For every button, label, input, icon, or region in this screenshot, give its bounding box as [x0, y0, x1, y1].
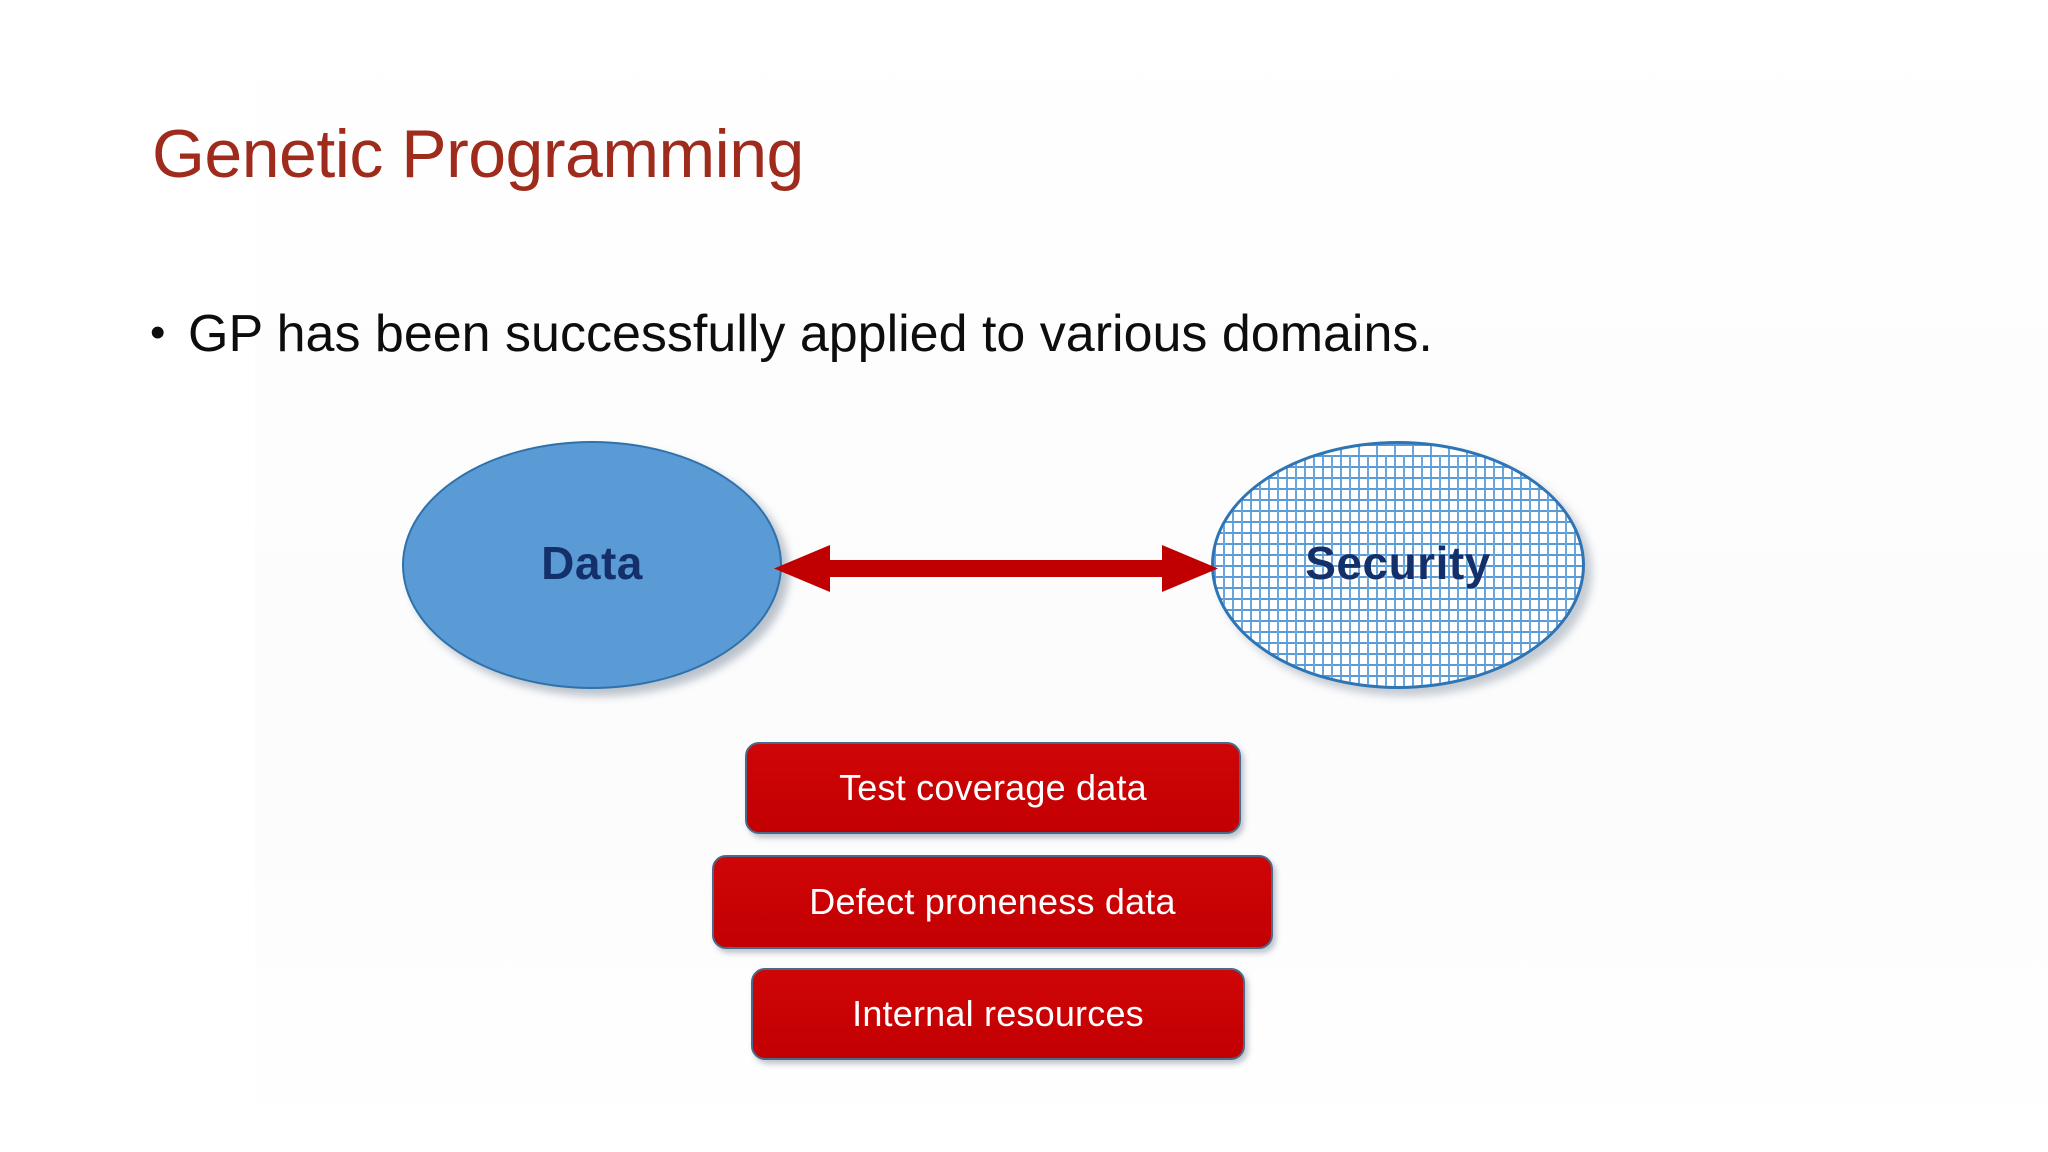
- diagram-node-data[interactable]: Data: [402, 441, 782, 689]
- data-source-box-internal-resources-label: Internal resources: [852, 993, 1144, 1034]
- data-source-box-test-coverage-label: Test coverage data: [839, 767, 1147, 808]
- data-source-box-defect-proneness-label: Defect proneness data: [809, 881, 1176, 922]
- diagram-node-data-label: Data: [541, 537, 643, 589]
- diagram-node-security[interactable]: Security: [1211, 441, 1585, 689]
- bullet-marker-icon: •: [150, 308, 166, 357]
- connector-double-arrow: [770, 540, 1220, 598]
- data-source-box-defect-proneness[interactable]: Defect proneness data: [712, 855, 1273, 949]
- page-title: Genetic Programming: [152, 116, 804, 192]
- data-source-box-internal-resources[interactable]: Internal resources: [751, 968, 1245, 1060]
- data-source-box-test-coverage[interactable]: Test coverage data: [745, 742, 1241, 834]
- diagram-node-security-label: Security: [1305, 537, 1491, 589]
- bullet-list-item: • GP has been successfully applied to va…: [150, 305, 1910, 363]
- double-arrow-icon: [774, 545, 1218, 592]
- bullet-text: GP has been successfully applied to vari…: [188, 305, 1433, 363]
